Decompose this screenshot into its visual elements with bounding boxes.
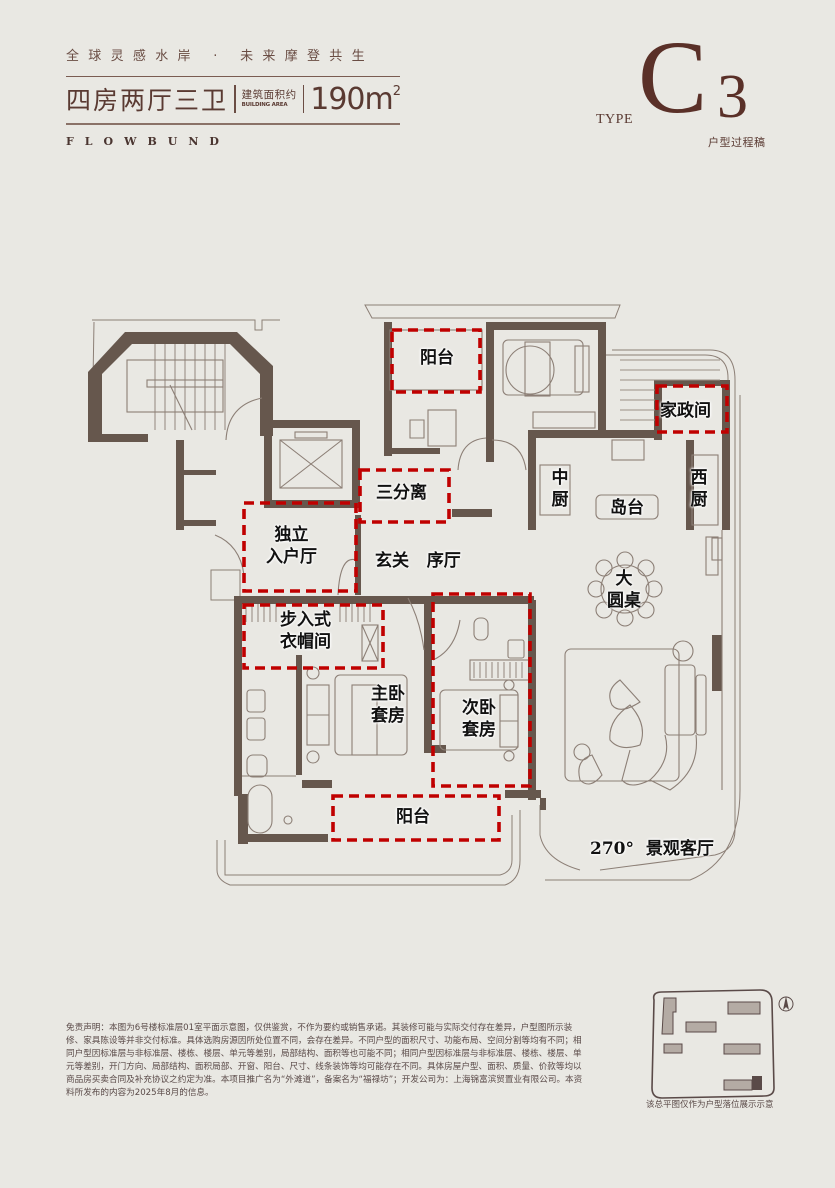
type-number: 3 xyxy=(717,63,748,131)
room-label-walk-in-closet: 步入式 衣帽间 xyxy=(280,610,331,653)
type-letter: C xyxy=(638,20,708,135)
header: 全球灵感水岸 · 未来摩登共生 四房两厅三卫 建筑面积约 BUILDING AR… xyxy=(66,46,401,148)
room-label-living-room: 270° 景观客厅 xyxy=(590,839,714,859)
divider xyxy=(66,76,400,77)
room-label-master-suite: 主卧 套房 xyxy=(371,684,405,727)
disclaimer-text: 免责声明：本图为6号楼标准层01室平面示意图，仅供鉴赏，不作为要约或销售承诺。其… xyxy=(66,1023,583,1098)
room-label-round-table: 大 圆桌 xyxy=(607,569,641,612)
room-label-second-suite: 次卧 套房 xyxy=(462,698,496,741)
area-label: 建筑面积约 BUILDING AREA xyxy=(241,88,297,109)
area-unit-sup: 2 xyxy=(392,83,401,99)
room-label-three-separation-bath: 三分离 xyxy=(376,483,427,503)
area-label-cn: 建筑面积约 xyxy=(241,88,297,101)
type-subtitle: 户型过程稿 xyxy=(708,136,766,149)
room-label-housekeeping: 家政间 xyxy=(660,401,711,421)
slogan: 全球灵感水岸 · 未来摩登共生 xyxy=(66,49,374,64)
room-label-balcony-north: 阳台 xyxy=(420,348,454,368)
brand-name: FLOWBUND xyxy=(66,135,230,148)
divider xyxy=(302,85,305,113)
site-plan xyxy=(651,989,794,1099)
area-number: 190m xyxy=(310,81,393,117)
room-label-western-kitchen: 西 厨 xyxy=(690,468,708,511)
type-prefix: TYPE xyxy=(596,112,633,127)
site-plan-caption: 该总平图仅作为户型落位展示示意 xyxy=(646,1100,774,1110)
room-label-chinese-kitchen: 中 厨 xyxy=(551,468,569,511)
area-label-en: BUILDING AREA xyxy=(241,102,288,108)
divider xyxy=(66,123,400,125)
type-badge: TYPE C 3 户型过程稿 xyxy=(594,26,794,154)
room-label-entrance-hall: 玄关 序厅 xyxy=(375,551,461,571)
divider xyxy=(234,85,236,113)
room-label-private-foyer: 独立 入户厅 xyxy=(266,525,317,568)
north-arrow-icon xyxy=(778,996,794,1012)
room-label-island: 岛台 xyxy=(610,498,644,518)
area-value: 190m2 xyxy=(310,81,401,117)
unit-type-title: 四房两厅三卫 xyxy=(66,86,229,115)
title-row: 四房两厅三卫 建筑面积约 BUILDING AREA 190m2 xyxy=(66,79,401,119)
room-label-balcony-south: 阳台 xyxy=(396,807,430,827)
